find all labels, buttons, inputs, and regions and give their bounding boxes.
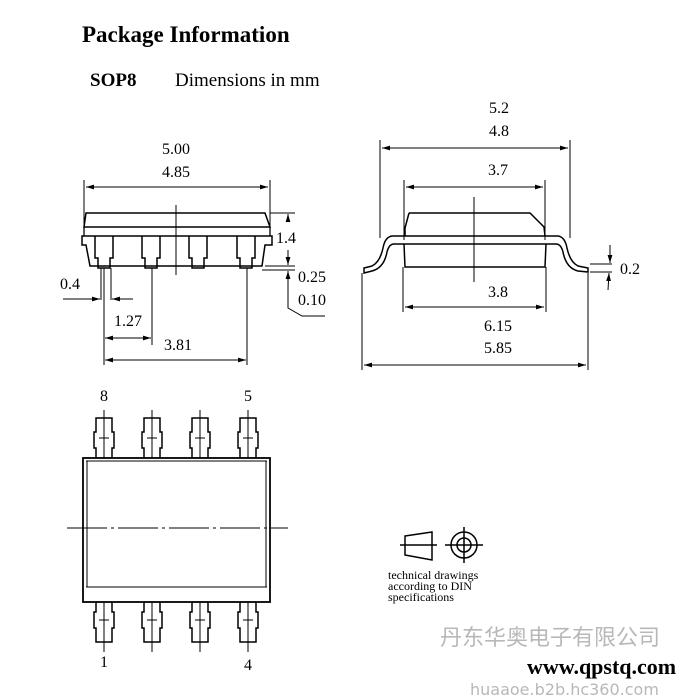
din-note: technical drawings according to DIN spec… <box>388 568 479 604</box>
body-top-width-label: 3.7 <box>488 162 508 179</box>
package-name: SOP8 <box>90 70 137 91</box>
standoff-max-label: 0.25 <box>298 269 326 286</box>
note-line-3: specifications <box>388 590 454 604</box>
overall-min-label: 5.85 <box>484 340 512 357</box>
pin-1-label: 1 <box>100 654 108 671</box>
lead-thickness-label: 0.2 <box>620 261 640 278</box>
pitch-label: 1.27 <box>114 313 142 330</box>
span-label: 3.81 <box>164 337 192 354</box>
height-label: 1.4 <box>276 230 296 247</box>
lead-span-min-label: 4.8 <box>489 123 509 140</box>
length-max-label: 5.00 <box>162 141 190 158</box>
note-line-1: technical drawings <box>388 568 479 582</box>
top-view <box>67 409 288 653</box>
lead-span-max-label: 5.2 <box>489 100 509 117</box>
page-title: Package Information <box>82 22 290 47</box>
overall-max-label: 6.15 <box>484 318 512 335</box>
units-label: Dimensions in mm <box>175 70 320 91</box>
note-line-2: according to DIN <box>388 579 472 593</box>
pin-8-label: 8 <box>100 388 108 405</box>
watermark-company: 丹东华奥电子有限公司 <box>440 626 661 651</box>
watermark-url: huaaoe.b2b.hc360.com <box>470 680 659 699</box>
length-min-label: 4.85 <box>162 164 190 181</box>
top-view-leads <box>93 409 259 653</box>
website-label: www.qpstq.com <box>527 654 677 679</box>
projection-symbol-icon <box>400 527 483 563</box>
pin-4-label: 4 <box>244 657 252 674</box>
pin-5-label: 5 <box>244 388 252 405</box>
front-view <box>63 180 325 365</box>
front-leads <box>94 236 256 269</box>
body-width-label: 3.8 <box>488 284 508 301</box>
standoff-min-label: 0.10 <box>298 292 326 309</box>
side-view <box>361 140 613 370</box>
lead-width-label: 0.4 <box>60 276 80 293</box>
